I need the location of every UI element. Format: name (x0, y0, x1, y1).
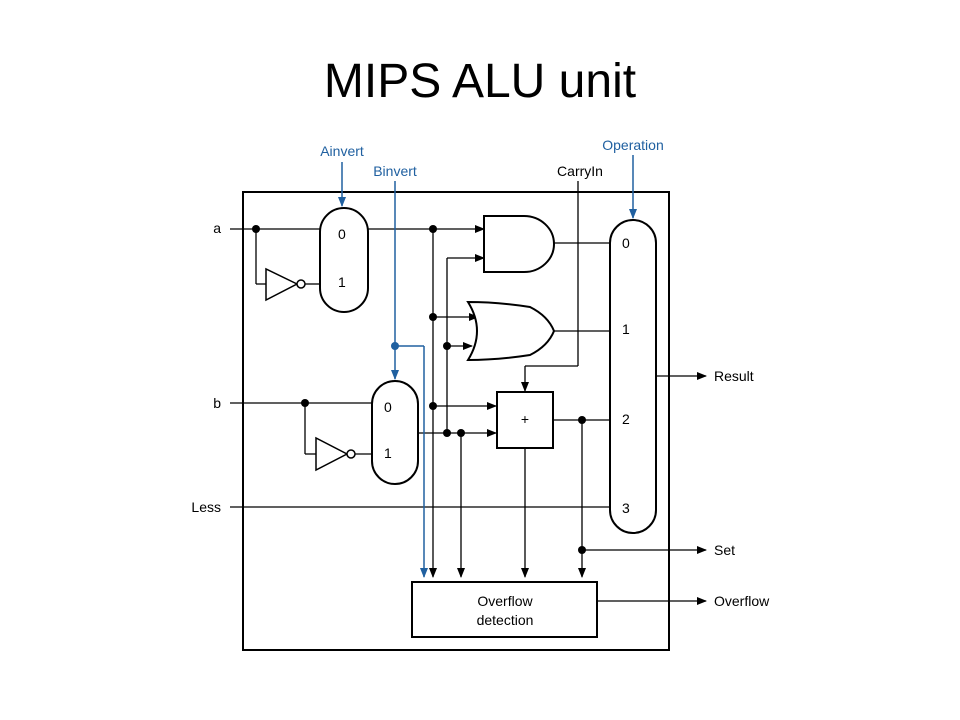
carryin-label: CarryIn (557, 163, 603, 179)
input-a-label: a (213, 220, 221, 236)
mux-a-in1-label: 1 (338, 274, 346, 290)
mux-result-in0-label: 0 (622, 235, 630, 251)
mux-result: 0 1 2 3 (609, 219, 657, 534)
output-set-label: Set (714, 542, 735, 558)
input-less-label: Less (191, 499, 221, 515)
input-a-wiring (230, 228, 320, 285)
adder-symbol: + (521, 411, 529, 427)
inverter-a (265, 267, 306, 302)
mux-result-in1-label: 1 (622, 321, 630, 337)
junction-dot (578, 416, 586, 424)
overflow-box-line2: detection (477, 612, 534, 628)
carryin-wiring (521, 181, 579, 578)
inverter-b (315, 436, 356, 472)
input-b-wiring (230, 402, 372, 455)
junction-dot (429, 402, 437, 410)
operation-label: Operation (602, 137, 663, 153)
mux-b: 0 1 (371, 380, 419, 485)
mux-b-in0-label: 0 (384, 399, 392, 415)
mux-a-in0-label: 0 (338, 226, 346, 242)
mux-result-in2-label: 2 (622, 411, 630, 427)
mux-a: 0 1 (319, 207, 369, 313)
junction-dot (429, 225, 437, 233)
ainvert-label: Ainvert (320, 143, 364, 159)
junction-dot (429, 313, 437, 321)
junction-dot (443, 429, 451, 437)
and-gate (483, 215, 555, 273)
junction-dot (443, 342, 451, 350)
or-gate (466, 300, 556, 362)
overflow-detection-box (411, 581, 598, 638)
junction-dot (301, 399, 309, 407)
overflow-box-line1: Overflow (477, 593, 533, 609)
mux-b-in1-label: 1 (384, 445, 392, 461)
mux-result-in3-label: 3 (622, 500, 630, 516)
junction-dot (578, 546, 586, 554)
alu-frame (242, 191, 670, 651)
junction-dot (457, 429, 465, 437)
output-overflow-label: Overflow (714, 593, 770, 609)
binvert-label: Binvert (373, 163, 417, 179)
input-b-label: b (213, 395, 221, 411)
junction-dot (391, 342, 399, 350)
junction-dot (252, 225, 260, 233)
slide-title: MIPS ALU unit (323, 55, 637, 108)
output-result-label: Result (714, 368, 754, 384)
